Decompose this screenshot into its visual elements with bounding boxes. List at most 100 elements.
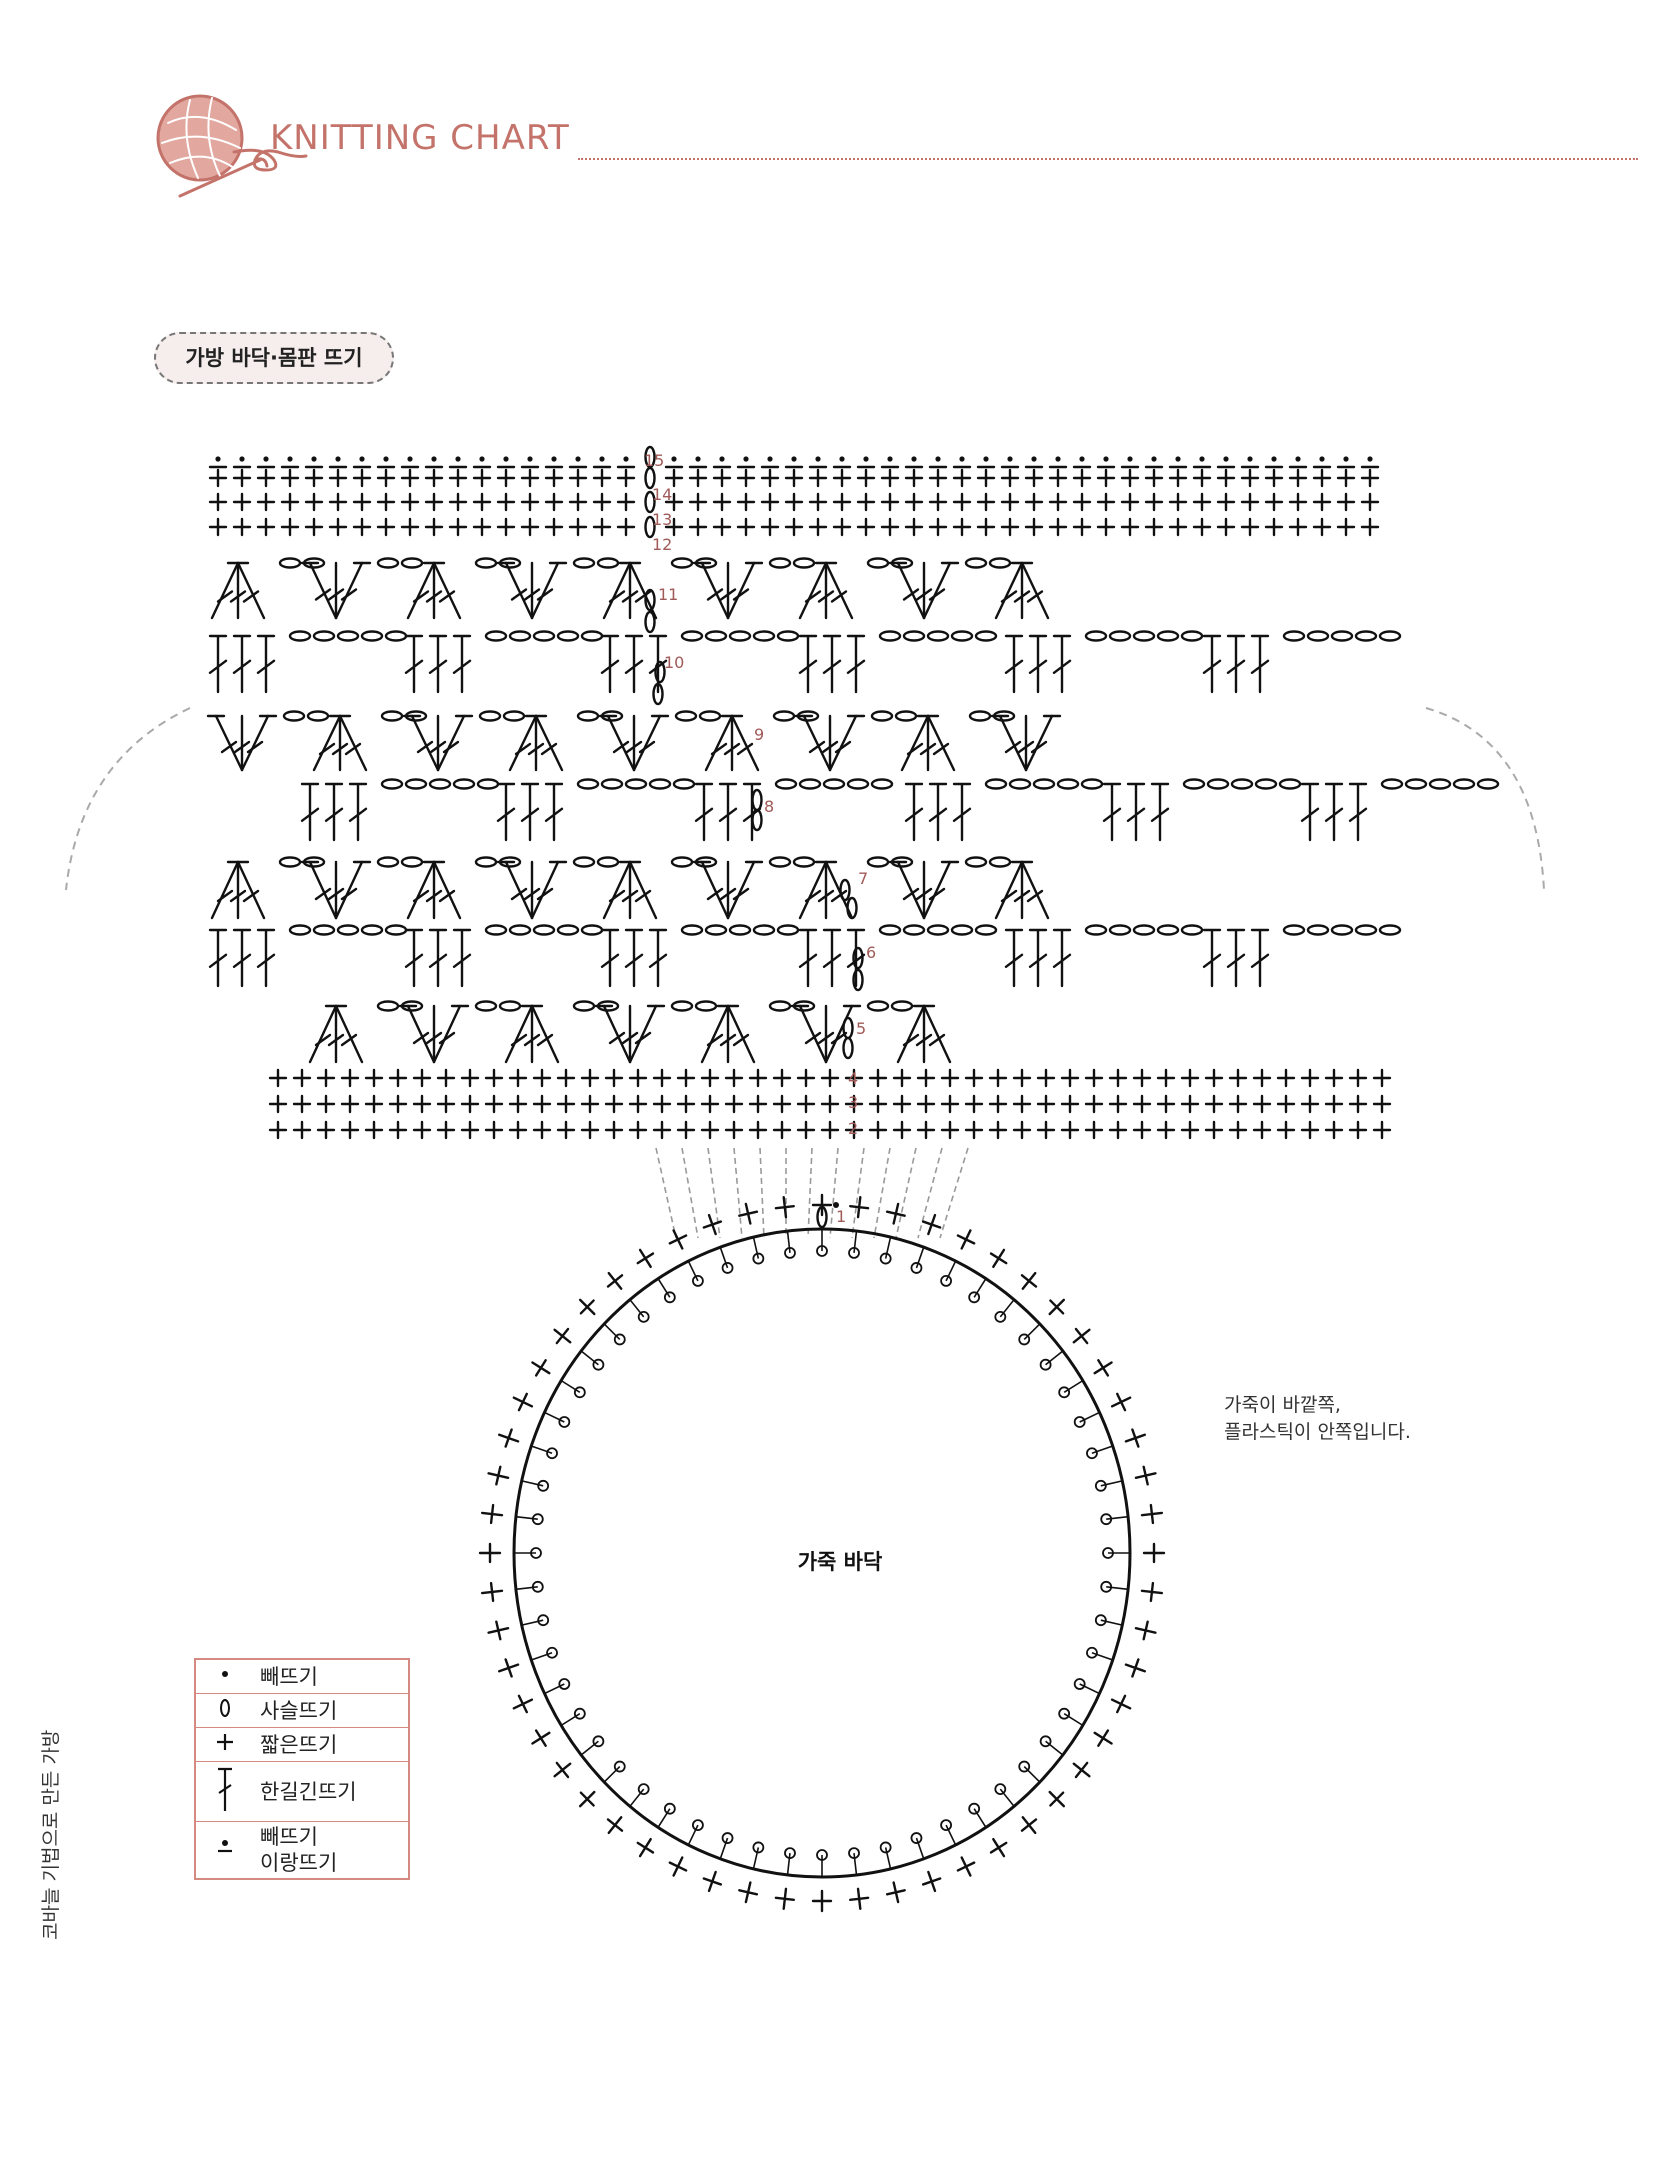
hole-mark <box>592 1358 605 1371</box>
chain-stitch-mark <box>852 968 864 992</box>
single-crochet-mark <box>376 468 396 488</box>
single-crochet-mark <box>736 517 756 537</box>
stitch-tick <box>1004 740 1022 754</box>
chain-stitch-mark <box>644 515 656 539</box>
chain-stitch-mark <box>452 778 476 790</box>
double-crochet-mark <box>324 782 344 842</box>
dc-cluster-mark <box>508 714 564 772</box>
stitch-cross <box>738 1881 759 1904</box>
stitch-tick <box>719 588 737 601</box>
single-crochet-mark <box>496 517 516 537</box>
single-crochet-mark <box>544 517 564 537</box>
chain-stitch-mark <box>1156 630 1180 642</box>
single-crochet-mark <box>1084 1094 1104 1114</box>
slip-stitch-mark <box>1295 456 1301 462</box>
chain-stitch-mark <box>776 630 800 642</box>
stitch-cross <box>497 1658 520 1678</box>
dc-cluster-mark <box>602 561 658 620</box>
stitch-tick <box>723 742 741 756</box>
single-crochet-mark <box>1108 1094 1128 1114</box>
chain-stitch-mark <box>1182 778 1206 790</box>
stitch-stroke <box>798 860 828 920</box>
hole-link <box>752 1847 760 1870</box>
stitch-tick <box>438 889 456 903</box>
single-crochet-mark <box>885 1202 906 1225</box>
hole-link <box>515 1515 538 1520</box>
single-crochet-mark <box>268 1094 288 1114</box>
double-crochet-mark <box>1102 782 1122 842</box>
stitch-stroke <box>726 561 756 620</box>
hole-link <box>629 1788 645 1807</box>
hole-link <box>1045 1740 1064 1756</box>
single-crochet-mark <box>1228 1068 1248 1088</box>
single-crochet-mark <box>988 1068 1008 1088</box>
single-crochet-mark <box>712 517 732 537</box>
double-crochet-mark <box>428 928 448 988</box>
single-crochet-mark <box>1276 1120 1296 1140</box>
double-crochet-mark <box>1324 782 1344 842</box>
hole-link <box>719 1837 729 1860</box>
single-crochet-mark <box>424 492 444 512</box>
side-arc-right <box>1425 707 1545 891</box>
hole-link <box>853 1853 858 1876</box>
single-crochet-mark <box>592 492 612 512</box>
single-crochet-mark <box>636 1248 655 1269</box>
chain-stitch-mark <box>1254 778 1278 790</box>
stitch-tick <box>314 887 332 901</box>
single-crochet-mark <box>664 468 684 488</box>
slip-stitch-mark <box>719 456 725 462</box>
hole-link <box>1079 1683 1100 1695</box>
single-crochet-mark <box>532 1068 552 1088</box>
single-crochet-mark <box>412 1094 432 1114</box>
double-crochet-mark <box>904 782 924 842</box>
double-crochet-mark <box>846 634 866 694</box>
single-crochet-mark <box>885 1881 906 1904</box>
dc-cluster-mark <box>504 1004 560 1064</box>
single-crochet-mark <box>604 1120 624 1140</box>
guide-line <box>917 1147 943 1239</box>
stitch-stroke <box>900 714 930 772</box>
hole-mark <box>1086 1646 1098 1659</box>
stitch-tick <box>902 1033 920 1047</box>
single-crochet-mark <box>676 1068 696 1088</box>
chain-stitch-mark <box>1108 630 1132 642</box>
chain-stitch-mark <box>1380 778 1404 790</box>
row-number-label: 9 <box>754 725 764 744</box>
hole-link <box>973 1808 987 1828</box>
stitch-cross <box>738 1202 759 1225</box>
single-crochet-mark <box>808 468 828 488</box>
stitch-tick <box>902 588 920 601</box>
stitch-cross <box>480 1503 504 1525</box>
stitch-cross <box>989 1837 1008 1858</box>
hole-mark <box>546 1646 558 1659</box>
single-crochet-mark <box>531 1729 551 1747</box>
stitch-stroke <box>994 860 1024 920</box>
slip-stitch-mark <box>959 456 965 462</box>
hole-link <box>1063 1712 1084 1727</box>
stitch-cross <box>849 1887 870 1910</box>
stitch-tick <box>429 740 447 754</box>
slip-stitch-mark <box>263 456 269 462</box>
single-crochet-mark <box>1144 517 1164 537</box>
chain-stitch-mark <box>1476 778 1500 790</box>
stitch-tick <box>536 588 554 601</box>
chain-stitch-mark <box>792 557 816 569</box>
single-crochet-mark <box>484 1094 504 1114</box>
stitch-stroke <box>534 714 564 772</box>
chain-stitch-mark <box>1378 924 1402 936</box>
hole-mark <box>968 1802 981 1815</box>
stitch-tick <box>438 590 456 603</box>
single-crochet-mark <box>1372 1094 1392 1114</box>
double-crochet-mark <box>718 782 738 842</box>
legend-row: 한길긴뜨기 <box>195 1760 409 1821</box>
stitch-cross <box>606 1816 624 1835</box>
single-crochet-mark <box>952 517 972 537</box>
yarn-ball-crochet-hook-icon <box>156 94 308 198</box>
slip-stitch-mark <box>383 456 389 462</box>
stitch-cross <box>531 1359 551 1377</box>
single-crochet-mark <box>1048 468 1068 488</box>
stitch-stroke <box>628 860 658 920</box>
dc-cluster-mark <box>308 1004 364 1064</box>
hole-link <box>884 1236 892 1259</box>
chain-stitch-mark <box>792 856 816 868</box>
